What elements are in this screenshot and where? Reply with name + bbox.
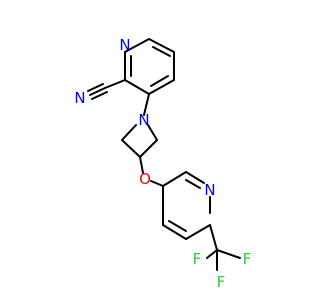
bond — [143, 93, 150, 116]
bond — [209, 224, 218, 251]
bond — [148, 38, 175, 53]
atom-label-pyridine-bottom-n: N — [204, 181, 215, 199]
bond — [148, 79, 175, 95]
bond — [168, 220, 187, 232]
bond — [206, 249, 218, 259]
bond — [185, 224, 211, 240]
bond — [150, 180, 164, 187]
atom-label-ether-o: O — [139, 170, 151, 188]
bond — [104, 79, 126, 89]
atom-label-nitrile-n: N — [74, 89, 85, 107]
atom-labels: N N N O N F F F — [74, 36, 251, 291]
bonds — [87, 38, 241, 271]
bond — [185, 171, 205, 184]
bond — [124, 38, 150, 53]
bond — [162, 224, 187, 240]
bond — [121, 139, 141, 158]
bond — [139, 139, 158, 158]
bond — [121, 124, 137, 141]
bond — [185, 179, 201, 189]
atom-label-pyridine-top-n: N — [119, 36, 130, 54]
background — [0, 0, 300, 300]
bond — [162, 171, 187, 187]
bond — [89, 87, 106, 96]
atom-label-f-left: F — [193, 250, 202, 268]
bond — [147, 124, 158, 141]
bond — [91, 91, 108, 100]
atom-label-f-right: F — [243, 250, 252, 268]
bond — [124, 79, 150, 95]
atom-label-azetidine-n: N — [138, 111, 149, 129]
bond — [216, 249, 241, 259]
bond — [87, 83, 104, 92]
atom-label-f-bottom: F — [217, 273, 226, 291]
bond — [139, 156, 144, 174]
bond — [150, 75, 169, 87]
bond — [152, 46, 171, 57]
molecule-structure: N N N O N F F F — [0, 0, 300, 300]
molecule-canvas: N N N O N F F F — [0, 0, 300, 300]
